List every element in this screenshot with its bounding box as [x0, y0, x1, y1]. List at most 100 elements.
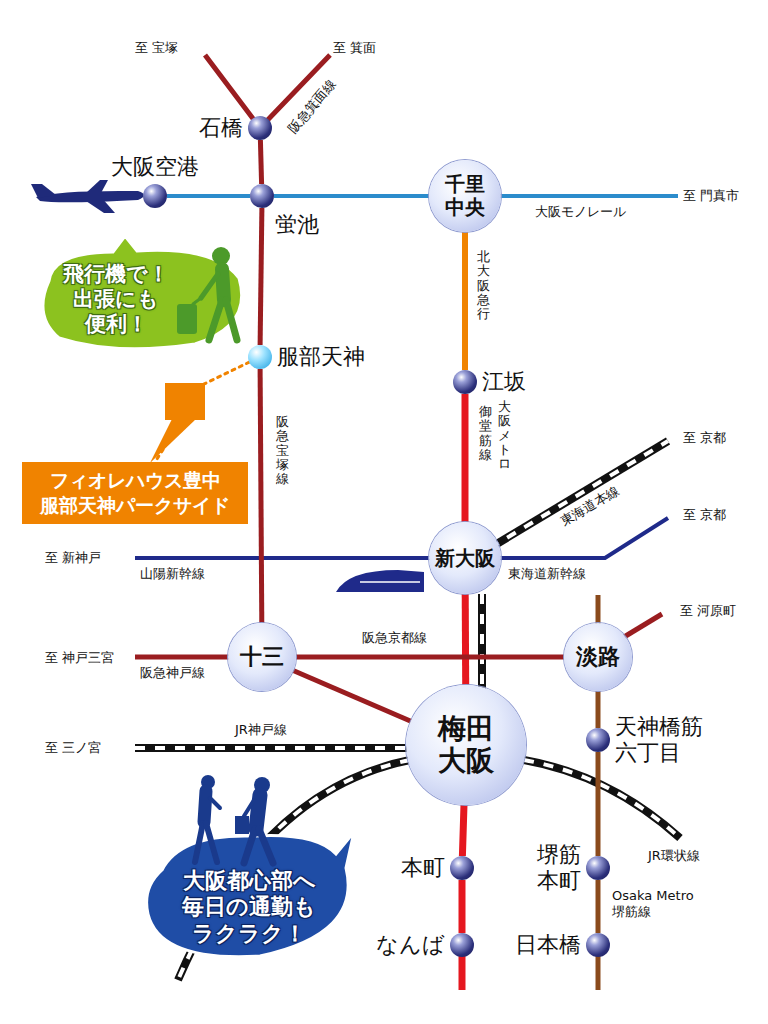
- station-circle: 千里 中央: [429, 160, 501, 232]
- station-name: 日本橋: [515, 932, 581, 958]
- callout-text: 大阪都心部へ 毎日の通勤も ラクラク！: [159, 868, 339, 947]
- station-dot: 江坂: [453, 370, 477, 394]
- terminus-label: 至 京都: [683, 507, 726, 523]
- line-name: 阪急宝塚線: [276, 415, 289, 486]
- line-name: 東海道本線: [558, 483, 622, 530]
- station-name: 十三: [237, 644, 287, 669]
- callout-text: 飛行機で！ 出張にも 便利！: [57, 262, 175, 338]
- station-dot: 蛍池: [250, 184, 274, 208]
- bubble-shape: [195, 823, 203, 862]
- hankyu-line: [135, 655, 232, 660]
- line-name: 北大阪急行: [477, 250, 490, 321]
- bubble-shape: [209, 300, 222, 340]
- bubble-shape: [244, 800, 254, 816]
- bubble-shape: [201, 274, 218, 298]
- leader-line: [155, 362, 249, 462]
- monorail-line: [500, 194, 678, 198]
- station-dot: 日本橋: [586, 933, 610, 957]
- airplane: [31, 184, 56, 198]
- line-name: 阪急京都線: [362, 630, 427, 646]
- station-circle: 十三: [228, 623, 296, 691]
- bubble-shape: [256, 795, 260, 829]
- bubble-shape: [222, 269, 224, 300]
- bubble-shape: [193, 298, 201, 304]
- bubble-shape: [235, 816, 249, 834]
- line-name: 阪急箕面線: [285, 76, 339, 136]
- terminus-label: 至 新神戸: [45, 550, 101, 566]
- line-name: 大阪モノレール: [535, 204, 626, 220]
- terminus-label: 至 宝塚: [135, 40, 178, 56]
- jr-line: [524, 760, 680, 838]
- station-name: 本町: [401, 855, 445, 881]
- line-name: 東海道新幹線: [508, 566, 586, 582]
- airplane: [86, 180, 108, 193]
- bubble-shape: [177, 247, 237, 340]
- bubble-shape: [43, 236, 242, 349]
- line-name: JR神戸線: [235, 722, 287, 738]
- line-name: 山陽新幹線: [140, 566, 205, 582]
- airplane: [31, 180, 144, 213]
- station-dot: 本町: [450, 856, 474, 880]
- location-marker: [165, 383, 205, 420]
- rail-segment: [260, 208, 262, 345]
- station-dot: 天神橋筋 六丁目: [586, 728, 610, 752]
- terminus-label: 至 門真市: [683, 188, 739, 204]
- rail-segment: [596, 880, 601, 933]
- rail-segment: [459, 880, 466, 933]
- station-name: 淡路: [573, 644, 623, 669]
- shinkansen-train: [360, 581, 420, 583]
- line-name: JR環状線: [648, 848, 700, 864]
- bubble-shape: [206, 823, 217, 862]
- rail-segment: [462, 232, 468, 370]
- terminus-label: 至 京都: [683, 430, 726, 446]
- bubble-shape: [177, 304, 197, 334]
- line-name: 御堂筋線: [479, 405, 492, 462]
- callout-tail: [150, 419, 196, 463]
- station-dot: 石橋: [248, 116, 272, 140]
- bubble-shape: [259, 829, 273, 863]
- station-name: 天神橋筋 六丁目: [615, 714, 715, 767]
- rail-segment: [167, 194, 250, 198]
- station-circle: 新大阪: [429, 522, 501, 594]
- hankyu-line: [624, 614, 662, 637]
- terminus-label: 至 箕面: [333, 40, 376, 56]
- terminus-label: 至 神戸三宮: [45, 650, 114, 666]
- airplane: [80, 197, 115, 213]
- rail-segment: [462, 394, 469, 522]
- line-name: 大阪メトロ: [498, 400, 511, 471]
- rail-segment: [260, 140, 261, 184]
- rail-segment: [274, 194, 429, 198]
- midosuji-line: [459, 955, 466, 990]
- station-circle: 淡路: [564, 623, 632, 691]
- shinkansen-train: [336, 570, 424, 592]
- rail-segment: [462, 805, 464, 856]
- bubble-shape: [195, 775, 273, 863]
- speech-bubble: 飛行機で！ 出張にも 便利！: [35, 236, 250, 351]
- station-dot: 服部天神: [248, 345, 272, 369]
- line-name: 阪急神戸線: [140, 665, 205, 681]
- station-dot: 大阪空港: [143, 184, 167, 208]
- terminus-label: 至 三ノ宮: [45, 740, 101, 756]
- station-name: 堺筋 本町: [533, 842, 581, 895]
- bubble-shape: [204, 791, 206, 822]
- station-name: なんば: [376, 932, 445, 958]
- hankyu-line: [135, 55, 662, 657]
- station-name: 新大阪: [432, 547, 498, 570]
- property-box: フィオレハウス豊中 服部天神パークサイド: [22, 462, 248, 524]
- jr-line: [135, 744, 410, 752]
- sakaisuji-line: [596, 595, 601, 626]
- line-name: Osaka Metro 堺筋線: [612, 888, 712, 919]
- rail-segment: [260, 369, 262, 623]
- speech-bubble: 大阪都心部へ 毎日の通勤も ラクラク！: [140, 828, 358, 963]
- sakaisuji-line: [596, 955, 601, 990]
- station-name: 江坂: [482, 369, 526, 395]
- callout-text: フィオレハウス豊中 服部天神パークサイド: [27, 468, 243, 517]
- terminus-label: 至 河原町: [680, 603, 736, 619]
- shinkansen-line: [135, 518, 668, 558]
- jr-line-dash: [490, 441, 668, 548]
- station-name: 石橋: [199, 115, 243, 141]
- rail-segment: [296, 655, 564, 660]
- station-name: 梅田 大阪: [433, 713, 499, 777]
- station-dot: なんば: [450, 933, 474, 957]
